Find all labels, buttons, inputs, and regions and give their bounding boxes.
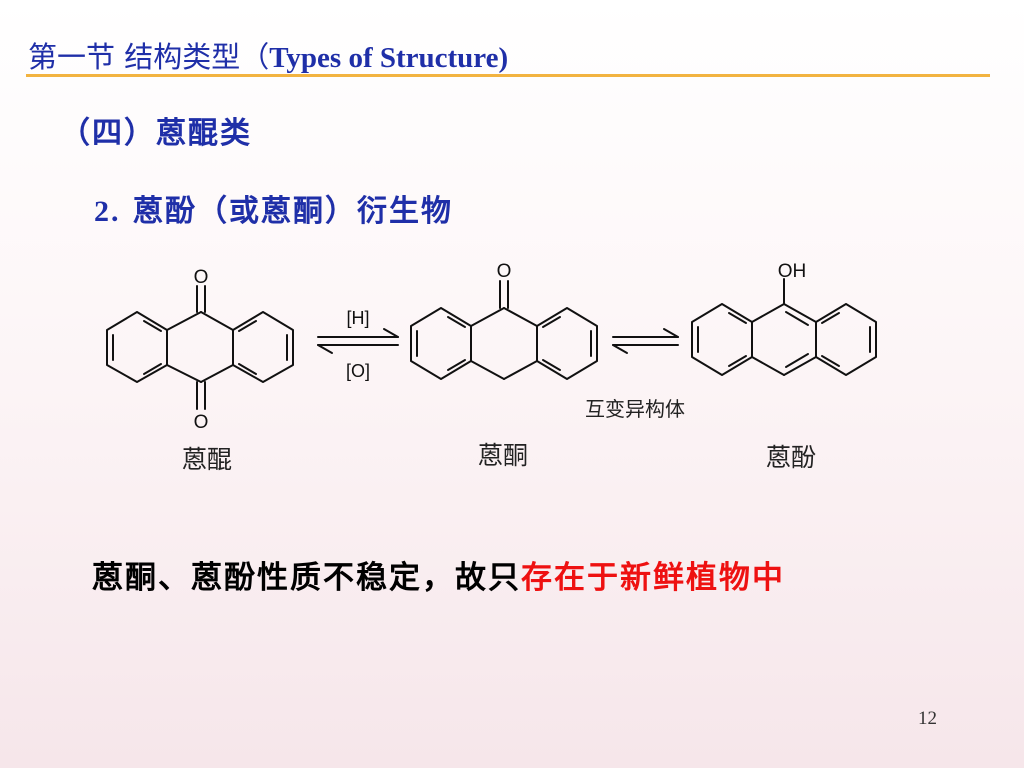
slide-title-en: Types of Structure) [269, 42, 509, 74]
anthranol-hydroxyl: OH [778, 261, 807, 282]
anthranol-structure [691, 278, 877, 376]
subsection-text: 蒽酚（或蒽酮）衍生物 [120, 194, 453, 229]
key-statement: 蒽酮、蒽酚性质不稳定，故只存在于新鲜植物中 [92, 552, 785, 597]
caption-anthranol: 蒽酚 [766, 443, 816, 472]
slide-title: 第一节 结构类型（Types of Structure) [28, 34, 928, 76]
section-heading: （四）蒽醌类 [60, 116, 252, 151]
anthraquinone-structure [106, 285, 294, 410]
redox-arrows [317, 328, 399, 354]
caption-anthraquinone: 蒽醌 [182, 445, 232, 474]
oxidation-label: [O] [346, 361, 370, 381]
anthraquinone-oxygen-top: O [194, 267, 209, 288]
slide-title-cn: 第一节 结构类型（ [28, 40, 270, 74]
tautomer-arrows [612, 328, 679, 354]
subsection-number: 2. [94, 195, 121, 228]
reduction-label: [H] [346, 308, 369, 328]
anthraquinone-oxygen-bottom: O [194, 412, 209, 433]
title-divider [26, 74, 990, 77]
statement-highlight: 存在于新鲜植物中 [521, 560, 785, 596]
caption-anthrone: 蒽酮 [478, 441, 528, 470]
anthrone-structure [410, 280, 598, 380]
subsection-heading: 2. 蒽酚（或蒽酮）衍生物 [94, 186, 453, 230]
anthrone-oxygen: O [497, 261, 512, 282]
tautomer-note: 互变异构体 [585, 397, 685, 421]
statement-plain: 蒽酮、蒽酚性质不稳定，故只 [92, 560, 521, 596]
page-number: 12 [918, 708, 937, 729]
